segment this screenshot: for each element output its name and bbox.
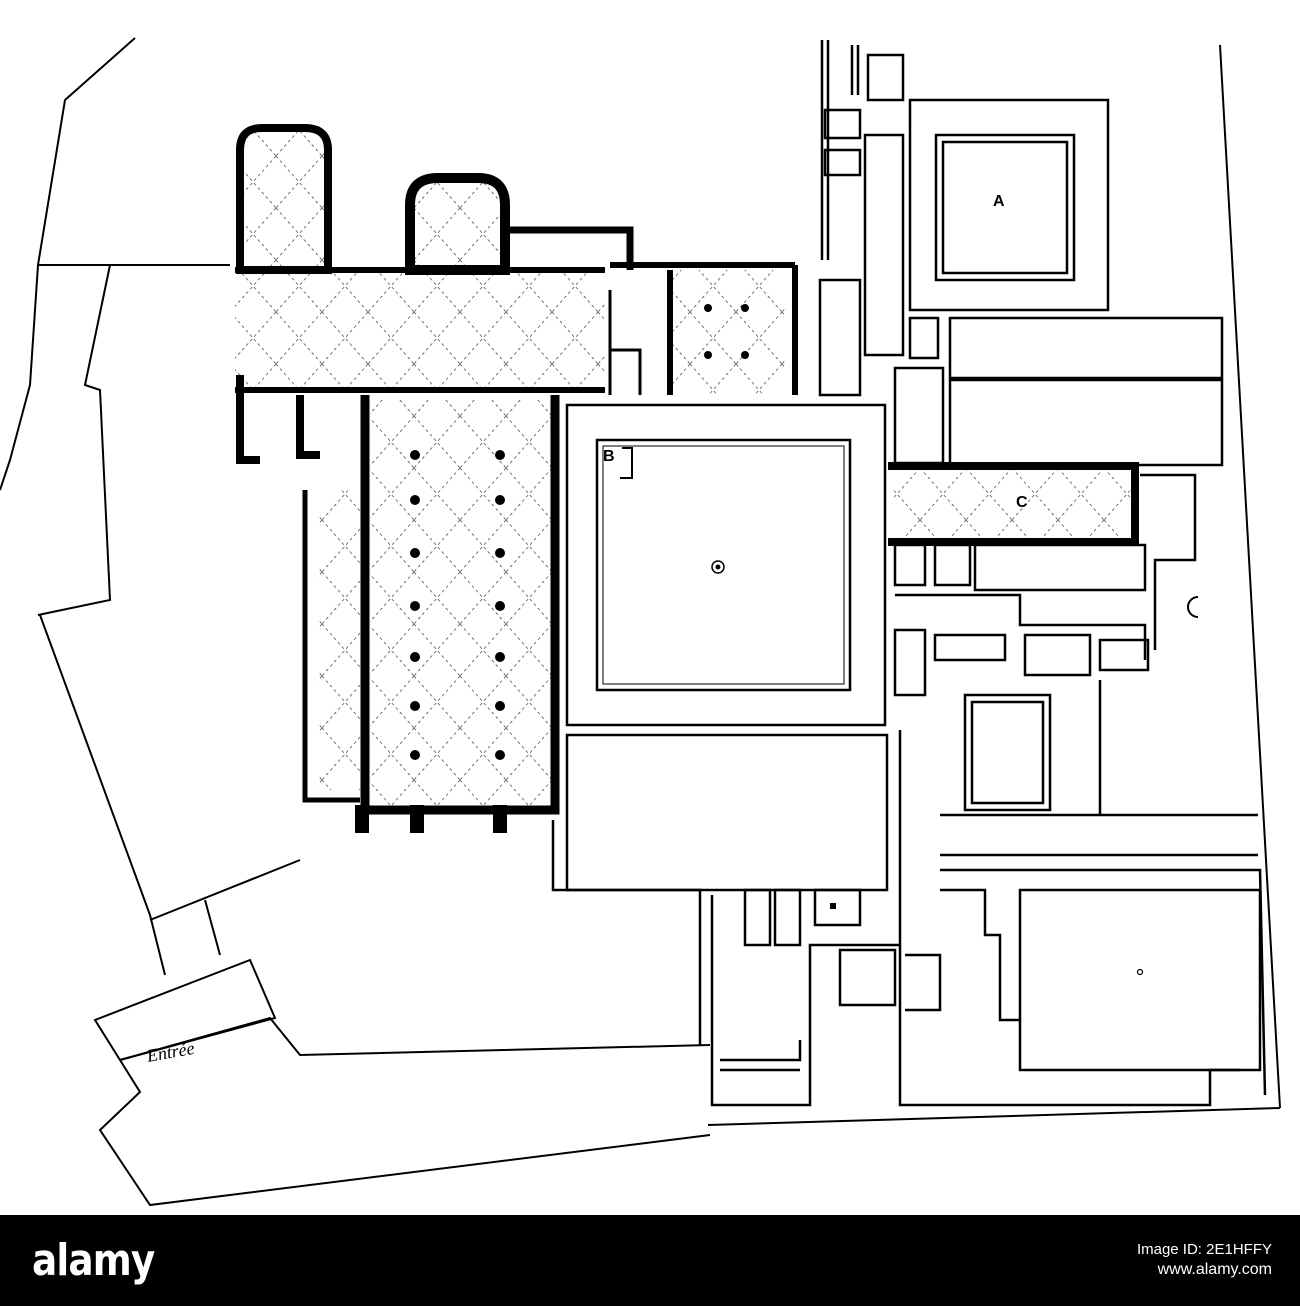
- monastery-floor-plan: Entrée: [0, 37, 1281, 1207]
- label-b: B: [603, 448, 615, 465]
- nave-piers: [355, 304, 749, 833]
- cloister: [565, 403, 887, 727]
- alamy-url-text: www.alamy.com: [1157, 1260, 1272, 1278]
- entrance-building: [93, 859, 711, 1207]
- label-c: C: [1016, 494, 1028, 511]
- watermark-banner: alamy Image ID: 2E1HFFY www.alamy.com: [0, 1215, 1300, 1306]
- chapter-room: [888, 462, 1139, 546]
- east-range: [818, 40, 1224, 467]
- north-aisle: [318, 490, 368, 790]
- side-chapel: [670, 270, 785, 395]
- chapel-apse-main: [405, 173, 510, 275]
- nave: [370, 400, 555, 805]
- outbuildings: [551, 473, 1267, 1107]
- image-id-text: Image ID: 2E1HFFY: [1136, 1241, 1272, 1259]
- site-boundary: [0, 37, 1281, 1126]
- alamy-logo: alamy: [32, 1235, 155, 1286]
- entrance-label: Entrée: [144, 1038, 196, 1066]
- label-a: A: [993, 193, 1005, 210]
- transept: [235, 270, 605, 390]
- chapel-apse-west: [236, 124, 332, 274]
- details: [830, 596, 1199, 976]
- church: [235, 124, 798, 833]
- image-info: Image ID: 2E1HFFY www.alamy.com: [1137, 1240, 1272, 1280]
